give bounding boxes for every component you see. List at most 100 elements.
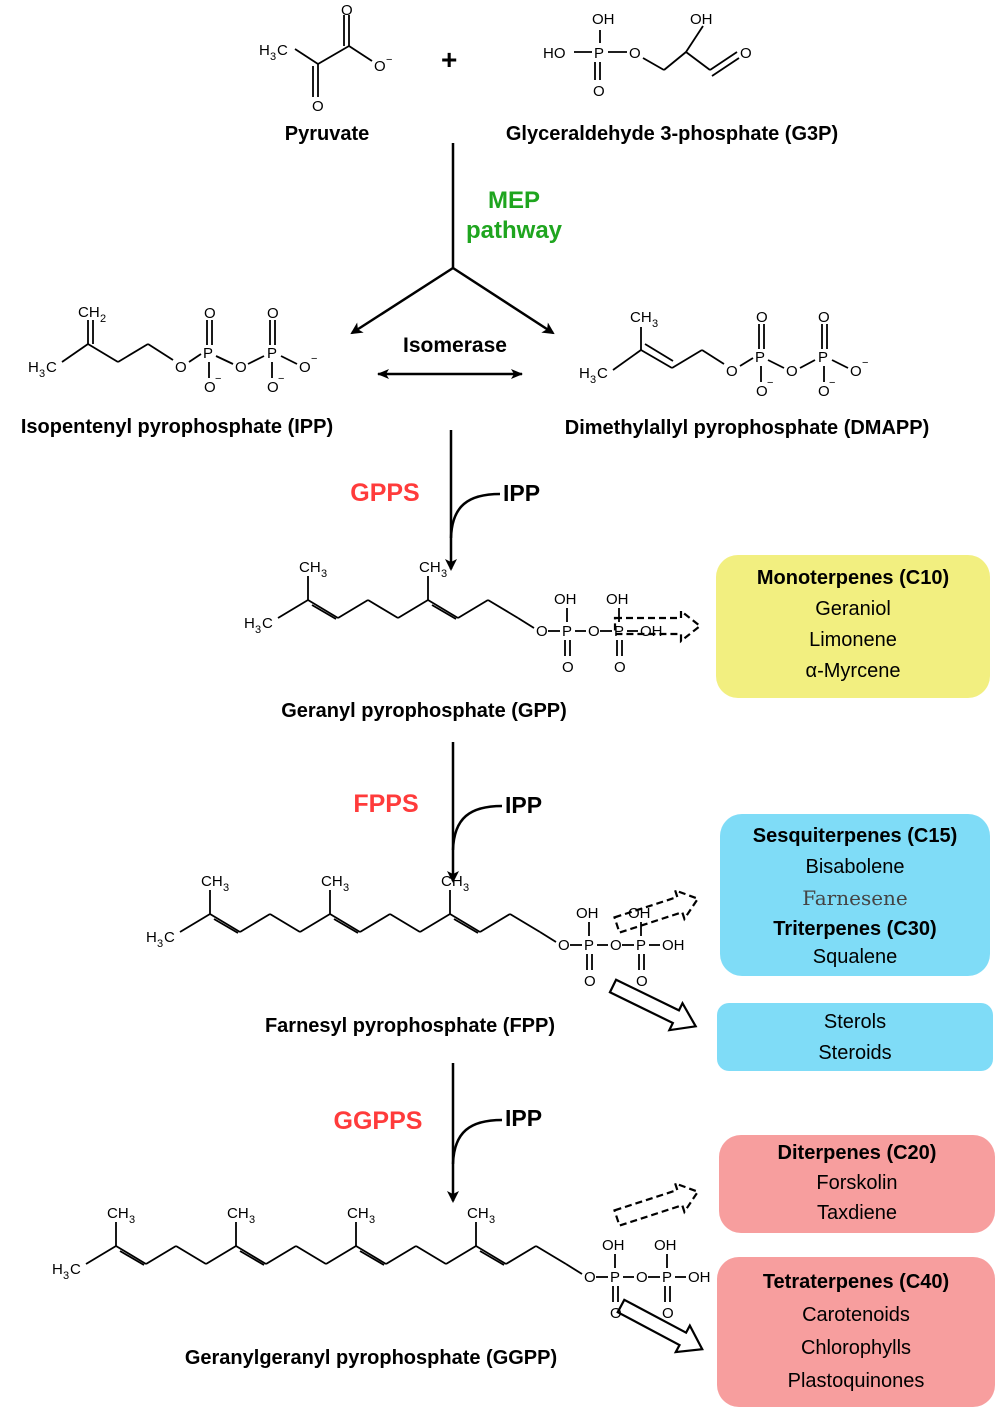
svg-text:−: − (278, 373, 284, 385)
bond-line (307, 599, 339, 619)
terminal-methyl-label: C (262, 615, 273, 632)
monoterpenes-title: Monoterpenes (C10) (756, 567, 950, 589)
svg-text:O: O (818, 383, 830, 400)
squalene-item: Squalene (812, 946, 898, 968)
bond-line (535, 1245, 567, 1265)
svg-text:O: O (267, 379, 279, 396)
bond-line (509, 913, 541, 933)
ipp-label: Isopentenyl pyrophosphate (IPP) (20, 416, 334, 438)
hydroxyl-label: OH (640, 623, 663, 640)
svg-text:3: 3 (652, 318, 658, 330)
bond-line (479, 1250, 505, 1266)
svg-text:H: H (259, 42, 270, 59)
methyl-label: CH (227, 1205, 249, 1222)
svg-text:HO: HO (543, 45, 566, 62)
svg-text:O: O (204, 379, 216, 396)
bond-line (397, 599, 429, 619)
bond-line (311, 604, 337, 620)
bond-line (389, 913, 421, 933)
bond-line (119, 1250, 145, 1266)
oxo-label: O (636, 973, 648, 990)
bond-line (427, 599, 459, 619)
svg-text:O: O (593, 83, 605, 100)
svg-text:O: O (267, 305, 279, 322)
svg-text:O: O (175, 359, 187, 376)
svg-text:O: O (374, 58, 386, 75)
limonene-item: Limonene (809, 629, 897, 651)
gpps-ipp-curve (449, 492, 501, 539)
phosphorus: P (562, 623, 572, 640)
svg-text:OH: OH (592, 11, 615, 28)
methyl-subscript: 3 (343, 882, 349, 894)
methyl-subscript: 3 (249, 1214, 255, 1226)
svg-text:OH: OH (690, 11, 713, 28)
hydroxyl-label: OH (662, 937, 685, 954)
methyl-subscript: 3 (369, 1214, 375, 1226)
hydroxyl-label: OH (602, 1237, 625, 1254)
bond-line (179, 913, 211, 933)
bridge-oxygen: O (610, 937, 622, 954)
svg-text:C: C (597, 365, 608, 382)
dmapp-label: Dimethylallyl pyrophosphate (DMAPP) (564, 417, 930, 439)
bond-line (449, 913, 481, 933)
triterpenes-title: Triterpenes (C30) (773, 918, 937, 940)
terminal-methyl-subscript: 3 (255, 624, 261, 636)
ester-oxygen: O (558, 937, 570, 954)
bridge-oxygen: O (636, 1269, 648, 1286)
svg-text:2: 2 (100, 313, 106, 325)
forskolin-item: Forskolin (816, 1172, 898, 1194)
bond-line (367, 599, 399, 619)
oxo-label: O (584, 973, 596, 990)
hydroxyl-label: OH (688, 1269, 711, 1286)
svg-text:O: O (786, 363, 798, 380)
svg-text:P: P (267, 345, 277, 362)
gpp-label: Geranyl pyrophosphate (GPP) (281, 700, 567, 722)
methyl-subscript: 3 (463, 882, 469, 894)
terminal-methyl-subscript: 3 (157, 938, 163, 950)
phosphorus: P (610, 1269, 620, 1286)
methyl-subscript: 3 (489, 1214, 495, 1226)
oxo-label: O (610, 1305, 622, 1322)
to-ipp-arrow (350, 266, 454, 335)
svg-text:CH: CH (630, 309, 652, 326)
bond-line (487, 599, 519, 619)
svg-text:C: C (277, 42, 288, 59)
diterpenes-title: Diterpenes (C20) (777, 1142, 937, 1164)
bond-line (457, 599, 489, 619)
bond-line (239, 913, 271, 933)
svg-text:3: 3 (39, 368, 45, 380)
phosphorus: P (614, 623, 624, 640)
bond-line (385, 1245, 417, 1265)
ester-oxygen: O (584, 1269, 596, 1286)
product-arrows (608, 608, 704, 1354)
dashed-arrow-di (613, 1181, 700, 1227)
svg-text:O: O (299, 359, 311, 376)
bond-line (565, 1263, 583, 1275)
svg-text:−: − (215, 373, 221, 385)
bond-line (295, 1245, 327, 1265)
mep-line2: pathway (465, 217, 563, 244)
bond-line (277, 599, 309, 619)
ggpps-ipp-label: IPP (505, 1105, 543, 1131)
svg-text:H: H (28, 359, 39, 376)
svg-text:−: − (386, 54, 392, 66)
ggpp-label: Geranylgeranyl pyrophosphate (GGPP) (184, 1347, 558, 1369)
bond-line (205, 1245, 237, 1265)
bond-line (85, 1245, 117, 1265)
bond-line (213, 918, 239, 934)
methyl-label: CH (347, 1205, 369, 1222)
bond-line (445, 1245, 477, 1265)
svg-text:−: − (767, 377, 773, 389)
myrcene-item: α-Myrcene (805, 660, 901, 682)
methyl-label: CH (201, 873, 223, 890)
terminal-methyl-label: H (146, 929, 157, 946)
svg-text:3: 3 (270, 51, 276, 63)
methyl-subscript: 3 (441, 568, 447, 580)
bond-line (333, 918, 359, 934)
svg-text:P: P (755, 349, 765, 366)
svg-text:O: O (756, 309, 768, 326)
bond-line (325, 1245, 357, 1265)
